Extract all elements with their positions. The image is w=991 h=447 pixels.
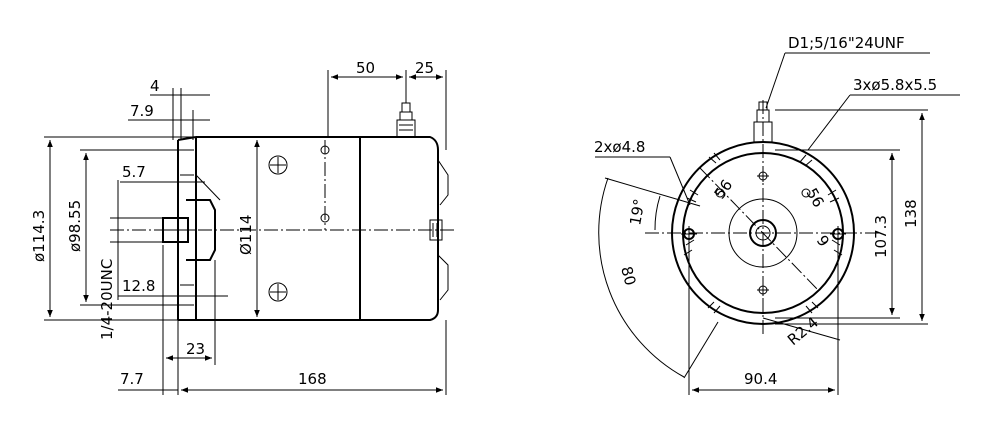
arc-dim-19 <box>654 195 661 231</box>
mount-hole-left <box>681 226 697 242</box>
label-138: 138 <box>902 199 920 228</box>
leader-line <box>195 174 221 201</box>
leader-line <box>762 317 841 341</box>
label-r2-4: R2.4 <box>784 313 822 349</box>
leader-line <box>807 94 851 151</box>
label-9: 9 <box>813 232 833 250</box>
label-3x-holes: 3xø5.8x5.5 <box>853 76 937 94</box>
label-dia-114-3: ø114.3 <box>30 210 48 262</box>
leader-line <box>765 52 786 109</box>
flange-hatch <box>180 149 194 306</box>
end-cap <box>360 136 439 321</box>
label-19-deg: 19° <box>626 197 648 226</box>
label-7-7: 7.7 <box>120 370 144 388</box>
label-dia-98-55: ø98.55 <box>66 200 84 252</box>
label-thread: 1/4-20UNC <box>98 259 116 340</box>
label-80: 80 <box>617 264 639 287</box>
label-168: 168 <box>298 370 327 388</box>
label-23: 23 <box>186 340 205 358</box>
label-5-7: 5.7 <box>122 163 146 181</box>
housing-screw-bottom <box>268 282 288 302</box>
leader-line <box>683 321 719 379</box>
end-view: R2.4 80 19° 56 56 9 2xø4.8 D1;5/16"24UNF… <box>594 34 960 395</box>
label-107-3: 107.3 <box>872 215 890 258</box>
terminal-stud <box>396 102 416 138</box>
mount-hole-right <box>830 226 846 242</box>
leader-line <box>604 177 701 207</box>
mount-hole-upper-right <box>801 188 811 198</box>
housing-screw-top <box>268 155 288 175</box>
label-4: 4 <box>150 77 160 95</box>
side-view: ø114.3 ø98.55 1/4-20UNC Ø114 4 7.9 50 25… <box>30 59 455 395</box>
end-center-diag <box>699 167 819 291</box>
label-stud-thread: D1;5/16"24UNF <box>788 34 905 52</box>
leader-line <box>669 156 691 206</box>
label-dia-114: Ø114 <box>237 215 255 255</box>
cap-rim-detail <box>437 159 449 301</box>
front-flange <box>177 136 197 321</box>
label-7-9: 7.9 <box>130 102 154 120</box>
label-25: 25 <box>415 59 434 77</box>
label-56-left: 56 <box>711 176 737 202</box>
arc-dim-80 <box>598 177 685 378</box>
label-50: 50 <box>356 59 375 77</box>
label-2x-dia-4-8: 2xø4.8 <box>594 138 645 156</box>
label-90-4: 90.4 <box>744 370 777 388</box>
label-12-8: 12.8 <box>122 277 155 295</box>
